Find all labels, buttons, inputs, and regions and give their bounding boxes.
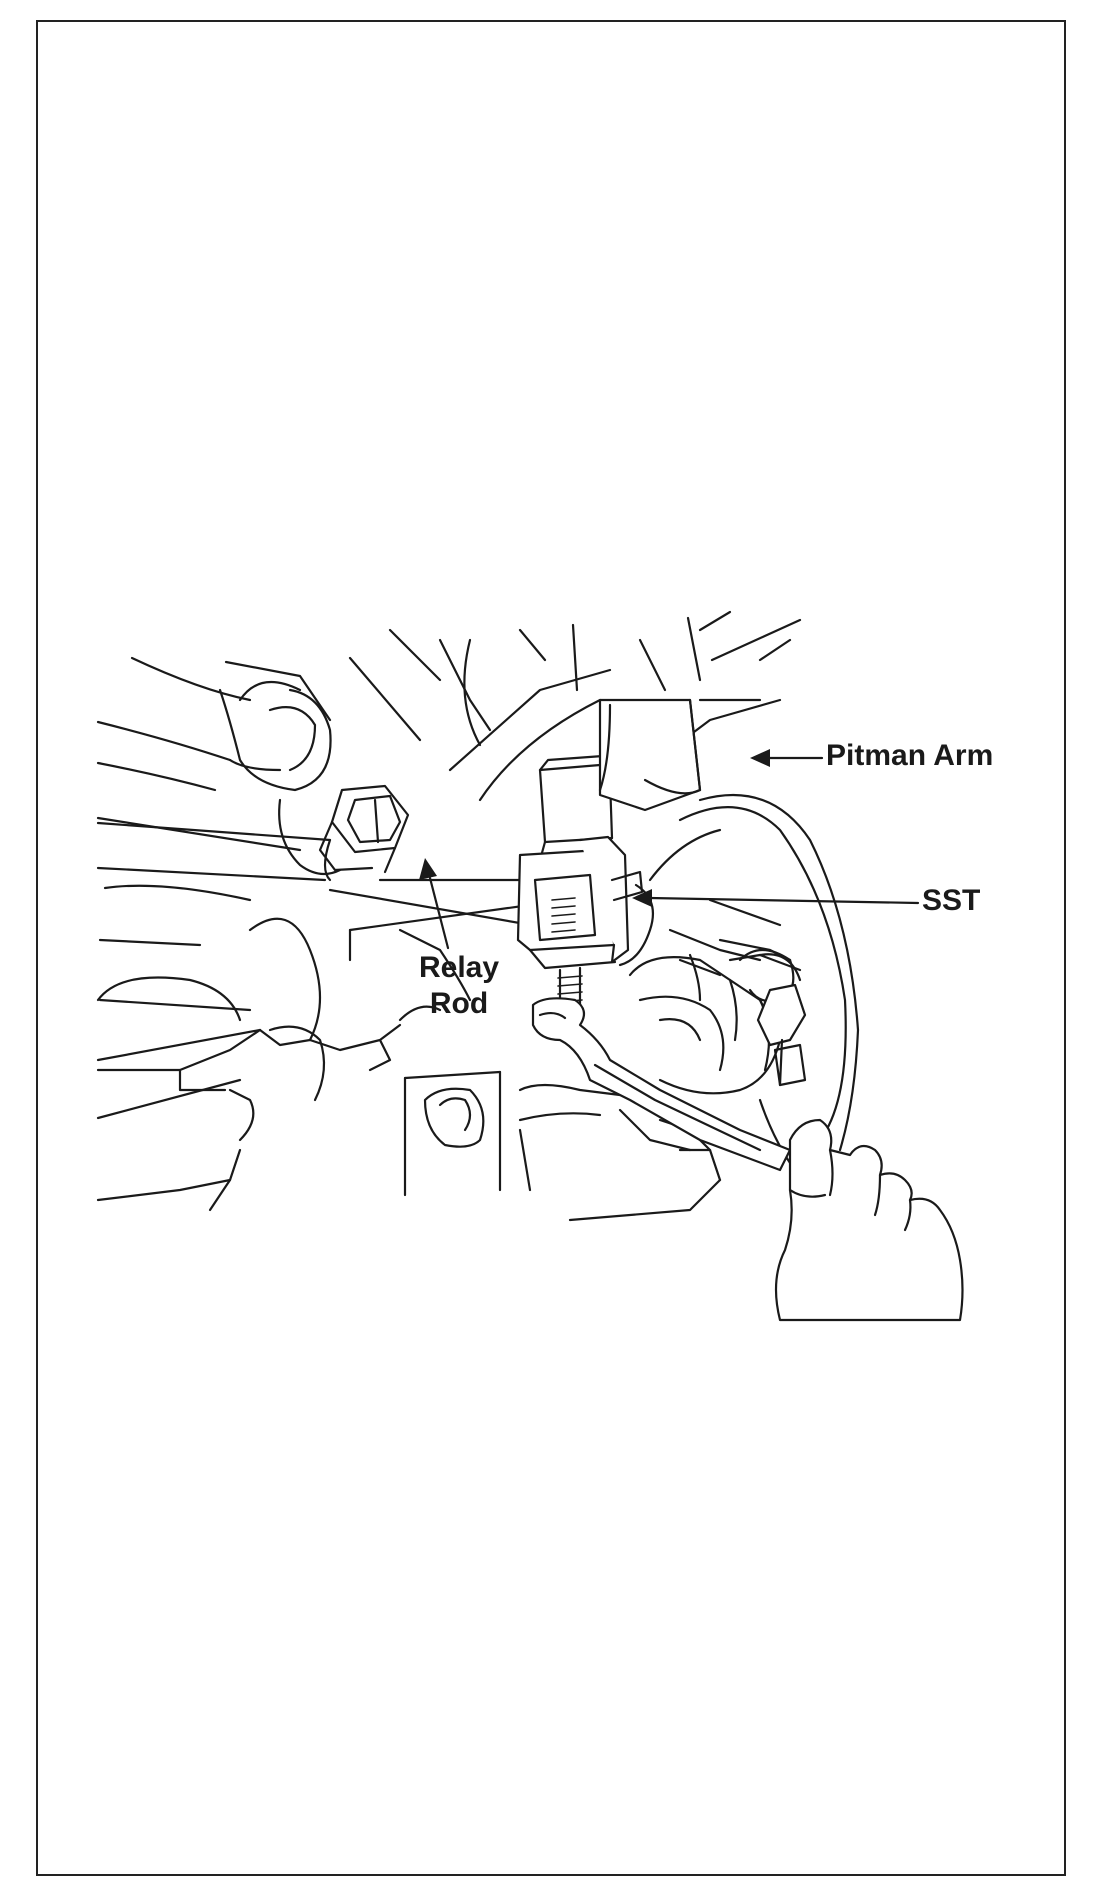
pitman-arm-label: Pitman Arm [826, 739, 994, 772]
figure-frame [36, 20, 1066, 1876]
relay-rod-arrowhead [419, 858, 437, 880]
sst-tool [516, 754, 654, 1012]
bushing-part [218, 688, 332, 792]
chassis-lines [96, 610, 802, 1120]
hex-nut [278, 784, 410, 876]
lower-bracket [403, 1070, 722, 1222]
callout-leaders [419, 749, 920, 950]
lower-knuckle [96, 917, 442, 1212]
relay-rod-label-line2: Rod [429, 987, 489, 1020]
relay-rod-label: Relay Rod [404, 950, 514, 1022]
relay-rod-label-line1: Relay [418, 951, 500, 984]
relay-rod-leader [428, 876, 450, 950]
sst-arrowhead [632, 889, 652, 907]
pitman-arm [598, 698, 702, 812]
sst-label: SST [922, 884, 981, 917]
hand [774, 1118, 964, 1322]
tie-rod-end-right [668, 928, 807, 1087]
pitman-arm-arrowhead [750, 749, 770, 767]
wrench [531, 997, 792, 1172]
sst-leader [648, 896, 920, 905]
